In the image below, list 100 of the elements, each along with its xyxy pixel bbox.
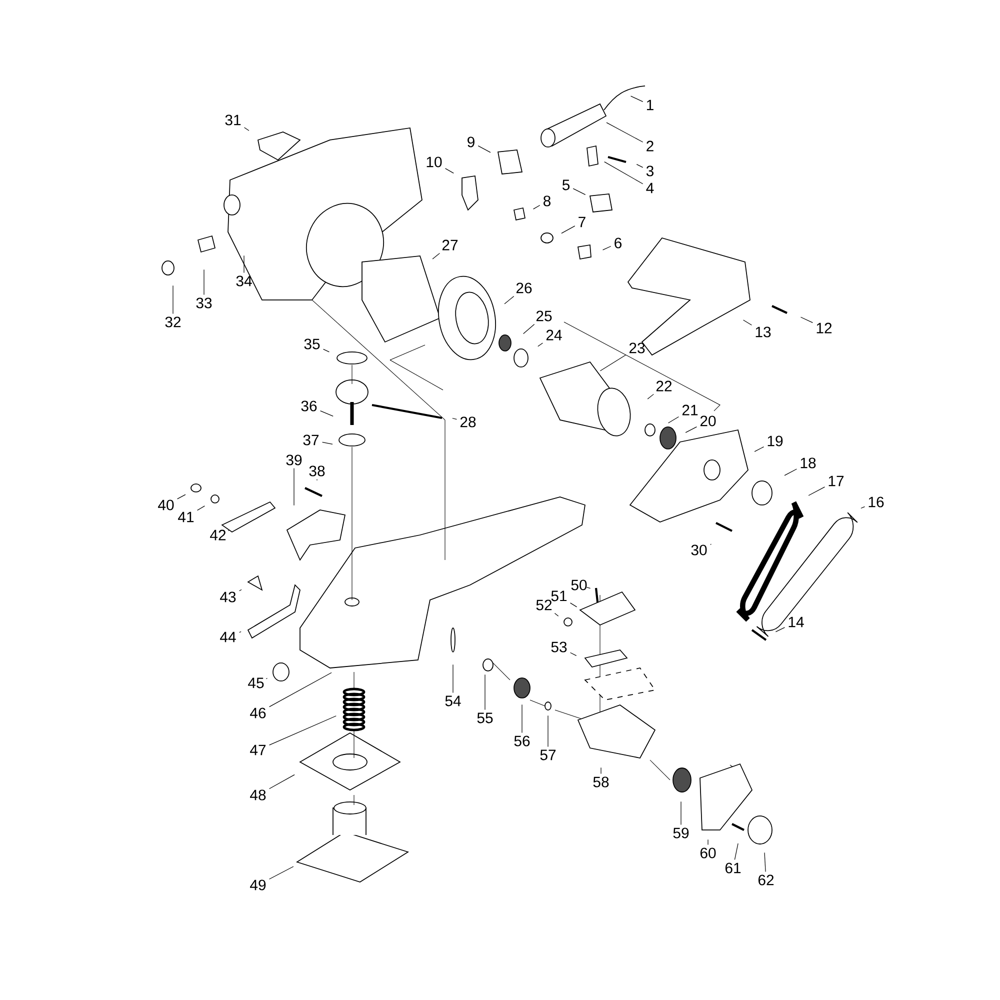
leader-line xyxy=(432,252,440,260)
leader-line xyxy=(268,866,294,880)
callout-number: 54 xyxy=(445,696,461,706)
callout-number: 39 xyxy=(286,454,302,466)
leader-line xyxy=(668,416,680,424)
leader-line xyxy=(484,674,486,710)
leader-line xyxy=(538,342,544,347)
callout-number: 9 xyxy=(468,136,474,148)
leader-line xyxy=(734,843,738,860)
leader-line xyxy=(523,324,535,334)
callout-number: 26 xyxy=(516,282,532,294)
leader-line xyxy=(630,96,644,102)
leader-line xyxy=(244,127,250,131)
callout-number: 52 xyxy=(536,600,552,610)
callout-number: 8 xyxy=(544,196,551,206)
leader-line xyxy=(268,774,295,790)
leader-line xyxy=(680,801,682,826)
leader-line xyxy=(452,418,458,420)
leader-line xyxy=(197,506,205,511)
callout-number: 23 xyxy=(629,342,645,354)
leader-line xyxy=(554,612,559,616)
leader-line xyxy=(685,426,698,433)
callout-number: 1 xyxy=(646,100,654,110)
callout-number: 6 xyxy=(614,238,622,248)
callout-number: 19 xyxy=(768,436,783,446)
callout-number: 51 xyxy=(551,590,567,602)
callout-number: 36 xyxy=(301,400,317,412)
callout-number: 40 xyxy=(158,500,174,510)
callout-number: 50 xyxy=(571,580,587,590)
callout-number: 42 xyxy=(210,530,226,540)
callout-number: 46 xyxy=(250,708,266,718)
leader-line xyxy=(775,627,786,632)
callout-number: 30 xyxy=(691,544,707,556)
callout-number: 18 xyxy=(800,458,816,468)
callout-number: 55 xyxy=(477,712,493,724)
leader-line xyxy=(504,296,514,304)
leader-line xyxy=(570,652,577,656)
callout-number: 22 xyxy=(656,380,672,392)
leader-line xyxy=(572,188,586,195)
callout-number: 10 xyxy=(426,156,442,168)
leader-line xyxy=(268,716,336,746)
callout-number: 60 xyxy=(700,848,716,858)
leader-line xyxy=(322,442,333,444)
callout-number: 24 xyxy=(546,330,562,340)
callout-number: 38 xyxy=(309,466,325,476)
callout-number: 2 xyxy=(646,140,654,152)
leader-line xyxy=(533,204,540,210)
callout-number: 49 xyxy=(250,880,266,890)
callout-number: 5 xyxy=(562,180,570,190)
callout-number: 56 xyxy=(514,736,530,746)
leader-line xyxy=(586,586,591,589)
leader-line xyxy=(860,506,866,509)
leader-line xyxy=(606,122,644,142)
callout-number: 59 xyxy=(673,828,689,838)
leader-line xyxy=(800,316,814,323)
callout-number: 25 xyxy=(536,310,552,322)
callout-number: 17 xyxy=(828,476,844,486)
leader-line xyxy=(478,146,491,153)
leader-line xyxy=(742,320,752,326)
callout-number: 13 xyxy=(756,326,771,338)
leader-line xyxy=(445,168,454,174)
callout-number: 7 xyxy=(578,216,586,228)
callout-number: 3 xyxy=(646,166,654,176)
callout-number: 16 xyxy=(868,496,884,508)
callout-number: 32 xyxy=(165,316,181,328)
callout-number: 61 xyxy=(725,862,741,874)
callout-number: 35 xyxy=(304,338,320,350)
leader-line xyxy=(320,410,334,417)
callout-number: 21 xyxy=(682,404,698,416)
leader-line xyxy=(561,226,576,234)
callout-number: 44 xyxy=(220,632,236,642)
callout-number: 31 xyxy=(225,114,241,126)
callout-number: 53 xyxy=(551,642,567,652)
leader-line xyxy=(600,767,602,774)
leader-line xyxy=(808,486,826,496)
callout-number: 37 xyxy=(303,434,319,446)
leader-line xyxy=(177,494,186,500)
leader-line xyxy=(452,664,454,694)
leader-line xyxy=(604,162,644,184)
leader-line xyxy=(647,394,654,400)
callout-number: 27 xyxy=(442,240,458,250)
callout-number: 47 xyxy=(250,744,266,756)
callout-number: 43 xyxy=(220,592,236,602)
leader-line xyxy=(323,348,330,352)
leader-line xyxy=(754,446,764,452)
callout-number: 41 xyxy=(178,512,194,522)
leader-line xyxy=(600,354,626,372)
callout-number: 12 xyxy=(816,322,832,334)
callout-number: 48 xyxy=(250,790,266,800)
callout-number: 33 xyxy=(196,298,212,308)
callout-number: 14 xyxy=(788,616,804,628)
callout-number: 57 xyxy=(540,750,556,760)
leader-line xyxy=(238,631,242,633)
callout-number: 45 xyxy=(248,678,264,688)
callout-number: 4 xyxy=(646,182,654,194)
callout-number: 58 xyxy=(593,776,609,788)
leader-line xyxy=(636,164,644,168)
callout-number: 34 xyxy=(236,276,252,286)
callout-number: 62 xyxy=(758,874,774,886)
leader-line xyxy=(602,246,612,250)
